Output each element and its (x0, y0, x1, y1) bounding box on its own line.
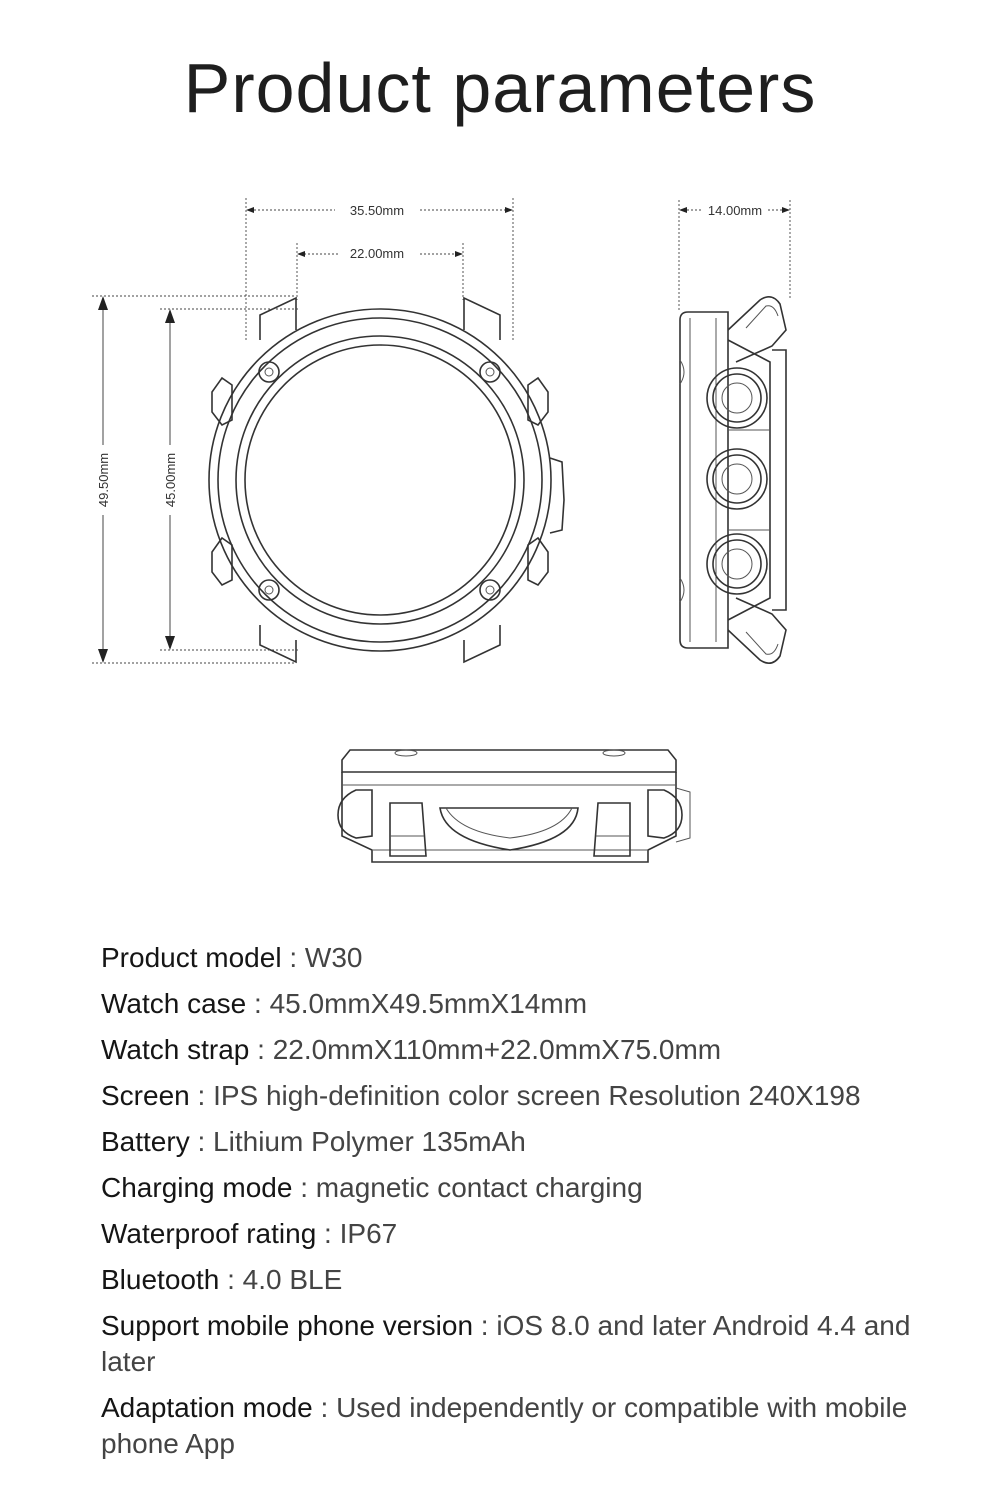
spec-phone-version: Support mobile phone version : iOS 8.0 a… (101, 1310, 911, 1377)
spec-charging-mode: Charging mode : magnetic contact chargin… (101, 1172, 643, 1203)
spec-value: IPS high-definition color screen Resolut… (213, 1080, 861, 1111)
spec-list: Product model : W30 Watch case : 45.0mmX… (101, 940, 921, 1472)
spec-value: magnetic contact charging (315, 1172, 643, 1203)
spec-key: Charging mode (101, 1172, 293, 1203)
front-width-inner-label: 22.00mm (350, 246, 404, 261)
front-view (208, 296, 565, 664)
spec-key: Battery (101, 1126, 190, 1157)
spec-key: Screen (101, 1080, 190, 1111)
spec-product-model: Product model : W30 (101, 942, 363, 973)
spec-value: Used independently or compatible with mo… (101, 1392, 908, 1459)
spec-value: 4.0 BLE (242, 1264, 343, 1295)
spec-value: Lithium Polymer 135mAh (213, 1126, 526, 1157)
spec-watch-case: Watch case : 45.0mmX49.5mmX14mm (101, 988, 588, 1019)
spec-key: Support mobile phone version (101, 1310, 474, 1341)
side-thickness-label: 14.00mm (708, 203, 762, 218)
spec-watch-strap: Watch strap : 22.0mmX110mm+22.0mmX75.0mm (101, 1034, 722, 1065)
dimension-lines (92, 198, 791, 664)
front-width-outer-label: 35.50mm (350, 203, 404, 218)
front-height-outer-label: 49.50mm (96, 453, 111, 507)
spec-battery: Battery : Lithium Polymer 135mAh (101, 1126, 526, 1157)
spec-key: Product model (101, 942, 282, 973)
spec-value: 45.0mmX49.5mmX14mm (269, 988, 588, 1019)
spec-key: Watch strap (101, 1034, 250, 1065)
spec-key: Adaptation mode (101, 1392, 313, 1423)
page-title: Product parameters (183, 49, 817, 127)
spec-value: iOS 8.0 and later Android 4.4 and later (101, 1310, 911, 1377)
side-button-icon (706, 367, 768, 595)
watch-technical-drawing: 35.50mm 22.00mm 14.00mm 49.50mm 45.00mm (92, 198, 791, 863)
spec-bluetooth: Bluetooth : 4.0 BLE (101, 1264, 343, 1295)
spec-key: Watch case (101, 988, 247, 1019)
spec-value: W30 (304, 942, 363, 973)
spec-key: Waterproof rating (101, 1218, 317, 1249)
side-view (679, 296, 787, 664)
spec-value: IP67 (339, 1218, 398, 1249)
spec-value: 22.0mmX110mm+22.0mmX75.0mm (272, 1034, 722, 1065)
spec-waterproof-rating: Waterproof rating : IP67 (101, 1218, 398, 1249)
spec-adaptation-mode: Adaptation mode : Used independently or … (101, 1392, 908, 1459)
screw-icon (258, 361, 501, 601)
spec-key: Bluetooth (101, 1264, 220, 1295)
spec-screen: Screen : IPS high-definition color scree… (101, 1080, 861, 1111)
front-height-inner-label: 45.00mm (163, 453, 178, 507)
bottom-view (337, 749, 691, 863)
